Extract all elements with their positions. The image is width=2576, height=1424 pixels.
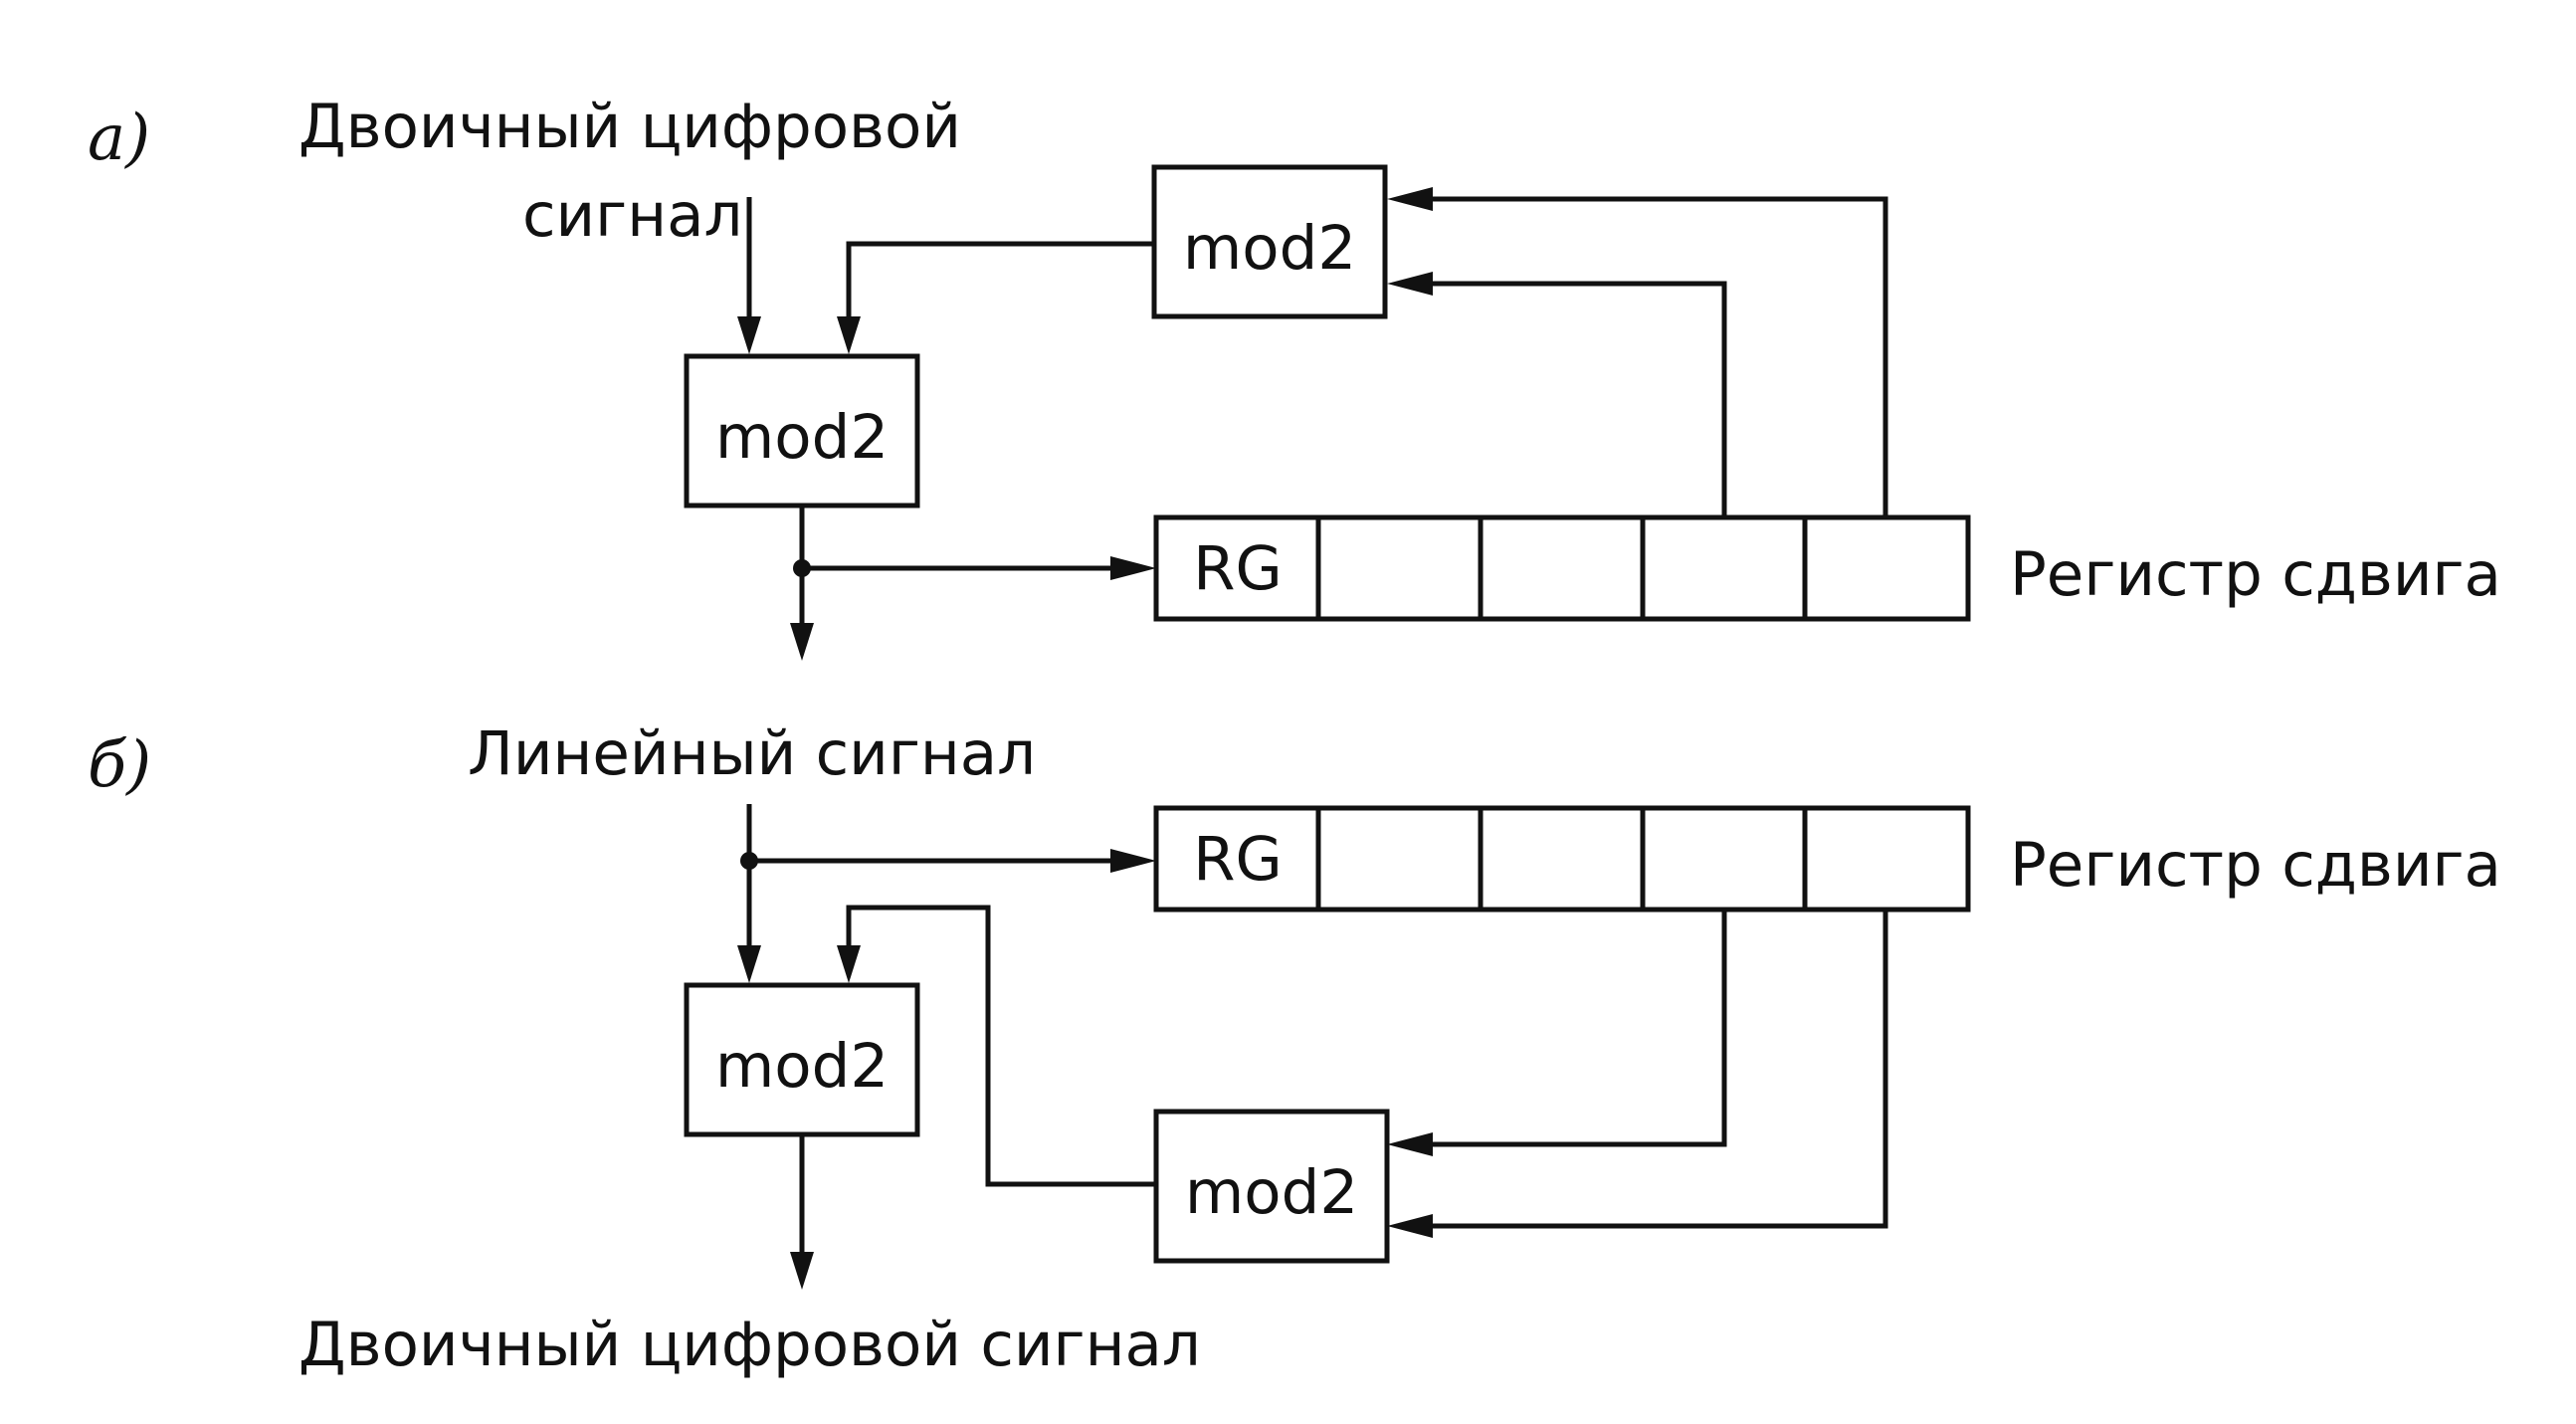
feedback-adder-a-label: mod2 [1183,213,1356,284]
register-head-b: RG [1193,824,1283,895]
diagram-a: a) Двоичный цифровой сигнал mod2 mod2 RG… [88,92,2501,661]
arrow-input-a [737,316,761,354]
part-label-b: б) [88,728,151,802]
input-label-a-line1: Двоичный цифровой [298,92,961,162]
arrow-input-b [737,945,761,983]
arrow-tap-b-5 [1387,1214,1433,1238]
arrow-register-input-a [1110,556,1156,580]
input-label-b: Линейный сигнал [468,718,1036,789]
part-label-a: a) [88,102,150,175]
output-label-b: Двоичный цифровой сигнал [298,1310,1201,1380]
shift-register-a [1153,514,1971,622]
arrow-tap-b-4 [1387,1132,1433,1156]
arrow-tap-a-5 [1387,187,1433,211]
feedback-wire-b [846,905,1156,1187]
register-label-a: Регистр сдвига [2010,539,2501,610]
tap-wire-b-5 [1418,910,1888,1229]
arrow-output-b [790,1252,814,1290]
main-adder-b-label: mod2 [715,1031,889,1102]
arrow-feedback-b [837,945,861,983]
arrow-register-input-b [1110,849,1156,873]
feedback-adder-b-label: mod2 [1185,1157,1358,1228]
shift-register-b [1153,805,1971,913]
diagram-b: б) Линейный сигнал RG Регистр сдвига mod… [88,718,2501,1380]
tap-wire-a-4 [1418,281,1727,517]
main-adder-a [684,353,920,509]
register-head-a: RG [1193,533,1283,604]
arrow-feedback-a [837,316,861,354]
tap-wire-b-4 [1418,910,1727,1147]
tap-wire-a-5 [1418,196,1888,517]
main-adder-a-label: mod2 [715,402,889,473]
arrow-output-a [790,623,814,661]
input-label-a-line2: сигнал [522,180,742,251]
feedback-wire-a [846,241,1154,328]
arrow-tap-a-4 [1387,272,1433,296]
register-label-b: Регистр сдвига [2010,830,2501,901]
feedback-adder-a [1151,164,1388,319]
